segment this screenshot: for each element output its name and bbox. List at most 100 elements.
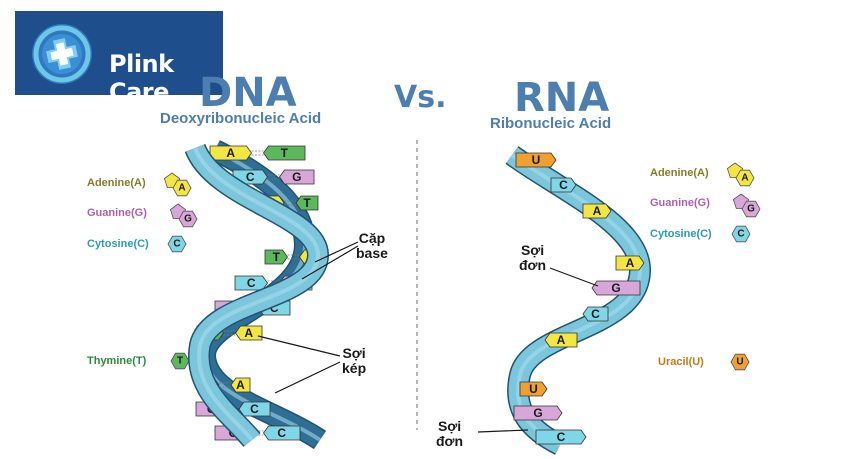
dna-base-8-right-letter: C xyxy=(250,402,259,416)
rna-base-8-letter: G xyxy=(533,406,542,420)
dna-base-0-right xyxy=(263,145,306,161)
rna-base-0 xyxy=(515,152,557,168)
legend-cytosine-rna: Cytosine(C) xyxy=(650,228,712,240)
legend-adenine-rna: Adenine(A) xyxy=(650,167,709,179)
rna-base-4 xyxy=(591,280,641,296)
callout-single-strand-rna: Sợi đơn xyxy=(519,242,547,273)
dna-base-5-right-letter: C xyxy=(270,301,279,315)
thymine-dna-icon xyxy=(170,352,190,370)
dna-base-3-right xyxy=(299,249,323,265)
rna-base-9 xyxy=(535,429,587,445)
dna-base-0-right-letter: T xyxy=(281,146,289,160)
rna-base-9-letter: C xyxy=(557,430,566,444)
callout-single-strand-bottom: Sợi đơn xyxy=(436,418,464,449)
dna-subtitle: Deoxyribonucleic Acid xyxy=(160,110,322,127)
dna-base-1-right xyxy=(279,169,315,185)
guanine-rna-icon xyxy=(741,200,761,218)
legend-uracil-rna: Uracil(U) xyxy=(658,356,704,368)
callout-base-pair: Cặp base xyxy=(356,230,388,261)
legend-cytosine-dna: Cytosine(C) xyxy=(87,238,149,250)
rna-strand-highlight xyxy=(510,153,643,447)
dna-base-7-left xyxy=(199,377,220,393)
dna-base-6-left-letter: T xyxy=(207,326,215,340)
rna-base-5 xyxy=(582,306,609,322)
dna-base-0-left-letter: A xyxy=(226,146,235,160)
dna-base-3-left-letter: T xyxy=(273,250,281,264)
dna-strand-front-highlight xyxy=(193,147,321,442)
dna-base-8-left-letter: G xyxy=(207,402,216,416)
adenine-rna-icon xyxy=(735,169,755,187)
dna-base-5-left-letter: G xyxy=(226,301,235,315)
dna-strand-front xyxy=(186,143,328,447)
brand-logo: Plink Care xyxy=(15,11,223,106)
dna-base-4-left xyxy=(234,275,268,291)
dna-base-6-right xyxy=(235,325,263,341)
pointer-double-strand-2 xyxy=(274,361,341,394)
dna-base-9-right xyxy=(263,425,301,441)
guanine-dna-letter: G xyxy=(184,214,192,225)
pointer-single-strand-rna xyxy=(549,267,599,287)
rna-base-4-letter: G xyxy=(611,281,620,295)
rna-base-1 xyxy=(550,177,577,193)
legend-guanine-rna: Guanine(G) xyxy=(650,197,710,209)
rna-base-6-letter: A xyxy=(557,333,566,347)
cytosine-rna-icon xyxy=(731,225,751,243)
dna-strand-back-outline xyxy=(193,140,327,450)
adenine-dna-ring-icon xyxy=(163,172,181,188)
rna-title: RNA xyxy=(514,75,610,121)
dna-base-6-right-letter: A xyxy=(244,326,253,340)
rna-base-6 xyxy=(544,332,578,348)
pointer-double-strand-1 xyxy=(257,335,341,357)
rna-base-1-letter: C xyxy=(559,178,568,192)
cytosine-rna-letter: C xyxy=(737,229,744,240)
dna-base-9-left-letter: G xyxy=(229,426,238,440)
dna-base-4-right xyxy=(279,275,313,291)
adenine-rna-letter: A xyxy=(741,173,748,184)
dna-base-5-left xyxy=(214,300,247,316)
dna-base-7-right xyxy=(230,377,251,393)
dna-base-7-left-letter: T xyxy=(206,378,214,392)
dna-title: DNA xyxy=(199,70,297,116)
pointer-base-pair-1 xyxy=(314,241,359,263)
dna-base-9-right-letter: C xyxy=(277,426,286,440)
pointer-single-strand-bottom xyxy=(477,429,529,433)
legend-guanine-dna: Guanine(G) xyxy=(87,207,147,219)
rna-base-7-letter: U xyxy=(529,382,538,396)
dna-strand-back-highlight xyxy=(202,148,322,442)
plink-care-logo-icon xyxy=(32,24,92,84)
pointer-base-pair-2 xyxy=(301,245,359,280)
dna-base-8-left xyxy=(195,401,228,417)
rna-base-2-letter: A xyxy=(593,204,602,218)
dna-base-7-right-letter: A xyxy=(236,378,245,392)
dna-base-2-left-letter: A xyxy=(269,196,278,210)
uracil-rna-icon xyxy=(730,353,750,371)
rna-base-2 xyxy=(582,203,612,219)
dna-base-2-right-letter: T xyxy=(303,196,311,210)
rna-base-8 xyxy=(513,405,563,421)
dna-base-5-right xyxy=(258,300,291,316)
guanine-rna-ring-icon xyxy=(732,193,750,209)
dna-base-1-left xyxy=(232,169,268,185)
dna-strand-back xyxy=(195,141,326,448)
adenine-dna-icon xyxy=(172,179,192,197)
rna-base-3 xyxy=(615,255,645,271)
dna-base-0-left xyxy=(209,145,252,161)
legend-adenine-dna: Adenine(A) xyxy=(87,177,146,189)
cytosine-dna-icon xyxy=(167,235,187,253)
callout-double-strand: Sợi kép xyxy=(342,345,367,376)
dna-base-2-left xyxy=(261,195,285,211)
rna-strand xyxy=(506,147,650,454)
brand-name: Plink Care xyxy=(109,50,174,106)
uracil-rna-letter: U xyxy=(736,357,743,368)
guanine-dna-ring-icon xyxy=(169,203,187,219)
dna-base-1-right-letter: G xyxy=(292,170,301,184)
adenine-dna-letter: A xyxy=(178,183,185,194)
dna-base-6-left xyxy=(196,325,224,341)
dna-strand-front-outline xyxy=(184,143,330,448)
cytosine-dna-letter: C xyxy=(173,239,180,250)
rna-base-3-letter: A xyxy=(626,256,635,270)
rna-base-0-letter: U xyxy=(532,153,541,167)
dna-base-4-right-letter: G xyxy=(291,276,300,290)
legend-thymine-dna: Thymine(T) xyxy=(87,355,147,367)
